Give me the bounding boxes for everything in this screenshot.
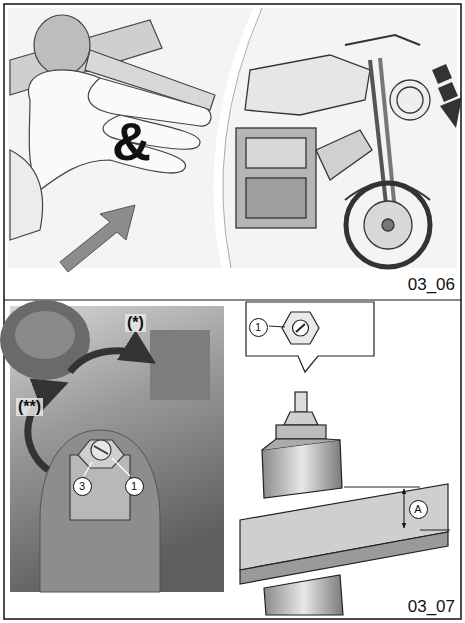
callout-circle: A: [409, 500, 428, 519]
ampersand-symbol: &: [112, 114, 151, 168]
callout-number: A: [414, 504, 421, 515]
callout-number: 1: [131, 481, 137, 492]
callout-circle: 1: [125, 477, 144, 496]
callout-number: 3: [79, 481, 85, 492]
callout-circle: 3: [73, 477, 92, 496]
callout-number: 1: [255, 322, 261, 333]
figure-number: 03_06: [408, 276, 455, 293]
direction-mark: (*): [125, 314, 146, 332]
direction-mark: (**): [16, 398, 43, 416]
callout-circle: 1: [249, 318, 268, 337]
figure-number: 03_07: [408, 598, 455, 615]
